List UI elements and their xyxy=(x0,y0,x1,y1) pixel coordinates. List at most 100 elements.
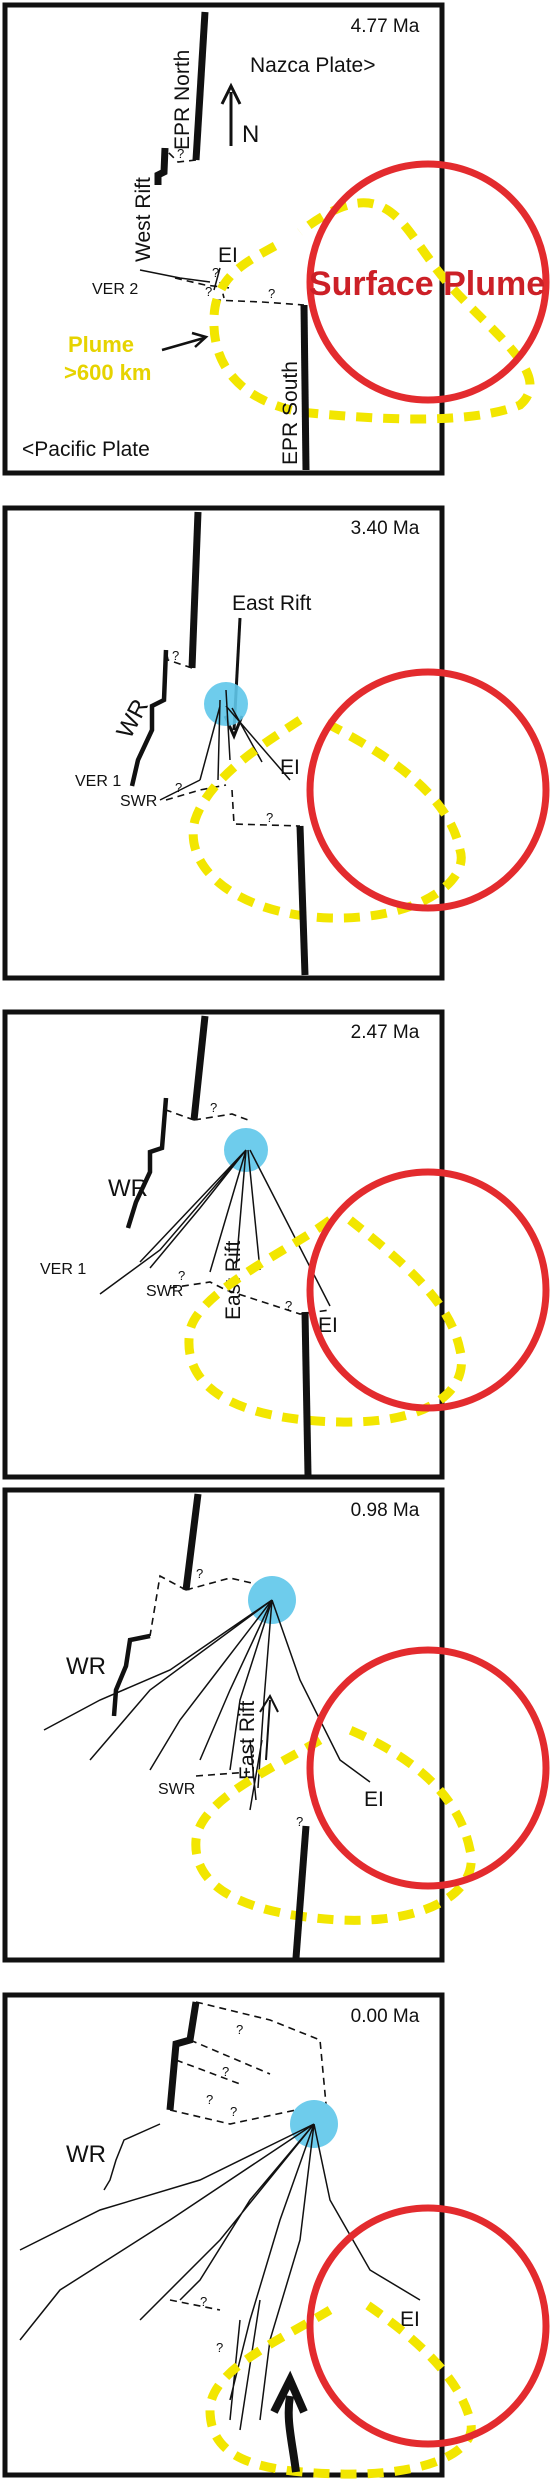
epr-north-ridge xyxy=(166,2001,200,2111)
uncertain-mark: ? xyxy=(172,648,179,663)
east-rift-label: East Rift xyxy=(232,592,312,615)
easter-island-label: EI xyxy=(400,2308,420,2331)
surface-plume-circle xyxy=(306,1646,550,1890)
surface-plume-circle xyxy=(306,1168,550,1412)
ridge-offset-dashed xyxy=(149,1574,187,1637)
uncertain-mark: ? xyxy=(206,2092,213,2107)
uncertain-mark: ? xyxy=(216,2340,223,2355)
west-rift-ridge xyxy=(125,1097,169,1229)
panel-0-98-ma: 0.98 Ma WR ? East Rift SWR ? EI xyxy=(2,1487,550,1963)
ver2-rift-line xyxy=(139,269,211,283)
uncertain-mark: ? xyxy=(236,2022,243,2037)
uncertain-mark: ? xyxy=(285,1298,292,1313)
panel-2-47-ma: 2.47 Ma WR ? East Rift VER 1 SWR ? ? EI xyxy=(2,1009,550,1480)
panel-frame xyxy=(2,1009,445,1480)
west-rift-ridge xyxy=(103,2123,161,2191)
ridge-offset-dashed xyxy=(165,1098,195,1121)
west-rift-ridge xyxy=(111,1633,151,1717)
epr-north-ridge xyxy=(182,1493,202,1591)
east-rift-arrow xyxy=(259,1693,279,1761)
deep-plume-outline xyxy=(184,1216,466,1427)
panel-frame xyxy=(2,1487,445,1963)
deep-plume-outline xyxy=(188,715,466,923)
epr-south-ridge xyxy=(292,1825,310,1959)
panel-4-77-ma: 4.77 Ma EPR North N Nazca Plate> West Ri… xyxy=(2,2,550,476)
west-rift-ridge xyxy=(129,649,169,787)
rift-lines xyxy=(43,1599,371,1811)
uncertain-mark: ? xyxy=(177,146,184,161)
epr-south-label: EPR South xyxy=(279,361,302,465)
north-arrow: N xyxy=(220,82,259,148)
rift-lines xyxy=(99,1149,331,1307)
epr-north-label: EPR North xyxy=(171,50,194,150)
uncertain-mark: ? xyxy=(200,2294,207,2309)
transform-dashed xyxy=(195,1771,251,1777)
ver1-label: VER 1 xyxy=(40,1261,86,1278)
easter-island-label: EI xyxy=(364,1788,384,1811)
uncertain-mark: ? xyxy=(178,1268,185,1283)
easter-island-label: EI xyxy=(280,756,300,779)
plume-pointer-arrow xyxy=(161,331,209,352)
hotspot xyxy=(204,682,248,726)
uncertain-mark: ? xyxy=(296,1814,303,1829)
easter-island-label: EI xyxy=(318,1314,338,1337)
north-label: N xyxy=(242,121,259,148)
uncertain-mark: ? xyxy=(175,780,182,795)
uncertain-mark: ? xyxy=(268,286,275,301)
ridge-offset-dashed xyxy=(165,149,197,163)
transform-dashed xyxy=(169,1281,331,1315)
uncertain-mark: ? xyxy=(210,1100,217,1115)
uncertain-mark: ? xyxy=(196,1566,203,1581)
uncertain-mark: ? xyxy=(205,284,212,299)
surface-plume-circle xyxy=(306,2204,550,2448)
panel-age-label: 3.40 Ma xyxy=(351,518,420,539)
rift-lines xyxy=(19,2123,421,2431)
panel-0-00-ma: 0.00 Ma ? ? ? ? WR ? ? EI xyxy=(2,1992,550,2479)
plume-depth-label-line1: Plume xyxy=(68,332,134,357)
rift-lines xyxy=(159,689,291,801)
transform-dashed xyxy=(165,784,301,827)
uncertain-mark: ? xyxy=(266,810,273,825)
transform-dashed xyxy=(169,2299,221,2311)
epr-north-ridge xyxy=(190,1015,209,1121)
wr-label: WR xyxy=(66,1653,106,1680)
uncertain-mark: ? xyxy=(212,265,219,280)
epr-north-ridge xyxy=(192,11,209,161)
surface-plume-circle xyxy=(306,668,550,912)
panel-age-label: 0.00 Ma xyxy=(351,2006,420,2027)
wr-label: WR xyxy=(108,1175,148,1202)
epr-south-ridge xyxy=(300,304,310,471)
west-rift-ridge xyxy=(154,147,169,185)
surface-plume-label: Surface Plume xyxy=(309,265,545,303)
transform-dashed xyxy=(193,1113,249,1121)
west-rift-label: West Rift xyxy=(132,177,155,262)
swr-label: SWR xyxy=(120,793,157,810)
uncertain-mark: ? xyxy=(222,2064,229,2079)
ridge-offset-dashed xyxy=(165,649,193,669)
ver2-label: VER 2 xyxy=(92,281,138,298)
pacific-plate-label: <Pacific Plate xyxy=(22,438,150,461)
panel-age-label: 0.98 Ma xyxy=(351,1500,420,1521)
plate-motion-arrow xyxy=(270,2370,308,2473)
easter-island-label: EI xyxy=(218,244,238,267)
panel-frame xyxy=(2,2,445,476)
panel-age-label: 2.47 Ma xyxy=(351,1022,420,1043)
wr-label: WR xyxy=(66,2141,106,2168)
swr-label: SWR xyxy=(158,1781,195,1798)
epr-south-ridge xyxy=(296,825,309,976)
plume-depth-label-line2: >600 km xyxy=(64,360,151,385)
swr-label: SWR xyxy=(146,1283,183,1300)
uncertain-mark: ? xyxy=(230,2104,237,2119)
ver1-label: VER 1 xyxy=(75,773,121,790)
east-rift-label: East Rift xyxy=(236,1700,259,1780)
epr-south-ridge xyxy=(301,1311,312,1476)
transform-dashed xyxy=(185,1577,257,1591)
panel-frame xyxy=(2,505,445,981)
deep-plume-outline xyxy=(205,2296,476,2479)
transform-dashed-2 xyxy=(213,299,305,306)
epr-north-ridge xyxy=(188,511,202,669)
panel-frame xyxy=(2,1992,445,2478)
deep-plume-outline xyxy=(209,198,535,424)
nazca-plate-label: Nazca Plate> xyxy=(250,54,376,77)
